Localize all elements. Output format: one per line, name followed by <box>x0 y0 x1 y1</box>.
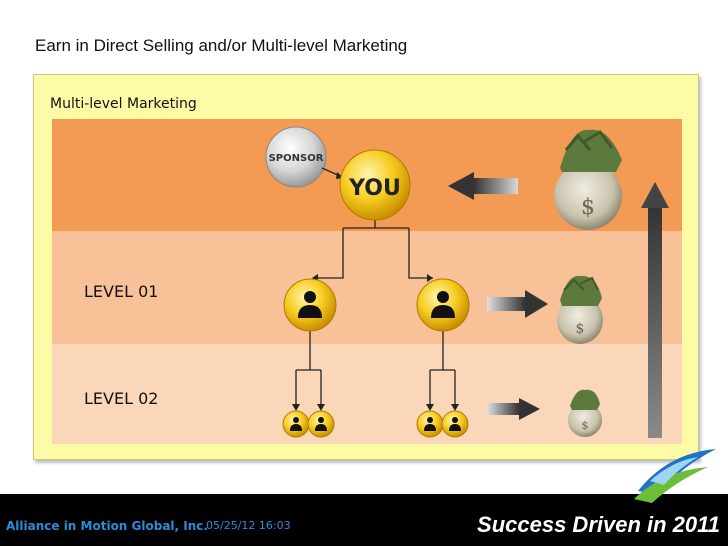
arrowhead-icon <box>427 274 433 282</box>
person-icon <box>449 417 461 431</box>
arrowhead-icon <box>317 404 325 411</box>
level2-node <box>282 410 310 438</box>
dollar-label: $ <box>576 321 585 337</box>
income-arrow-you <box>448 172 518 200</box>
person-icon <box>431 291 455 318</box>
income-arrow-level2 <box>487 398 540 420</box>
level2-node <box>441 410 469 438</box>
person-icon <box>424 417 436 431</box>
arrowhead-icon <box>426 404 434 411</box>
connector-right-to-level2 <box>429 330 456 408</box>
person-icon <box>315 417 327 431</box>
dollar-label: $ <box>582 419 589 432</box>
footer-date: 05/25/12 16:03 <box>206 519 291 532</box>
footer-bar <box>0 494 728 546</box>
level-01-label: LEVEL 01 <box>84 282 159 301</box>
slide-title: Earn in Direct Selling and/or Multi-leve… <box>35 36 408 55</box>
money-bag-icon: $ <box>554 129 622 230</box>
dollar-label: $ <box>581 195 595 220</box>
arrowhead-icon <box>451 404 459 411</box>
sponsor-label: SPONSOR <box>269 153 324 164</box>
level2-node <box>416 410 444 438</box>
person-icon <box>290 417 302 431</box>
arrowhead-icon <box>292 404 300 411</box>
connector-left-to-level2 <box>295 330 322 408</box>
money-bag-icon: $ <box>557 275 603 344</box>
footer-slogan: Success Driven in 2011 <box>477 512 720 537</box>
income-arrow-level1 <box>487 290 548 318</box>
money-bag-icon: $ <box>568 389 602 437</box>
company-logo-icon <box>634 449 716 503</box>
level1-node-right <box>416 278 470 332</box>
you-label: YOU <box>348 176 401 201</box>
you-node: YOU <box>339 149 411 221</box>
level1-node-left <box>283 278 337 332</box>
level-02-label: LEVEL 02 <box>84 389 159 408</box>
connector-you-to-level1 <box>318 218 433 279</box>
person-icon <box>298 291 322 318</box>
connector-lines <box>295 218 456 408</box>
footer-company: Alliance in Motion Global, Inc. <box>6 519 208 533</box>
sponsor-node: SPONSOR <box>265 126 327 188</box>
panel-label: Multi-level Marketing <box>50 96 197 112</box>
level2-node <box>307 410 335 438</box>
growth-arrow-icon <box>641 182 669 438</box>
